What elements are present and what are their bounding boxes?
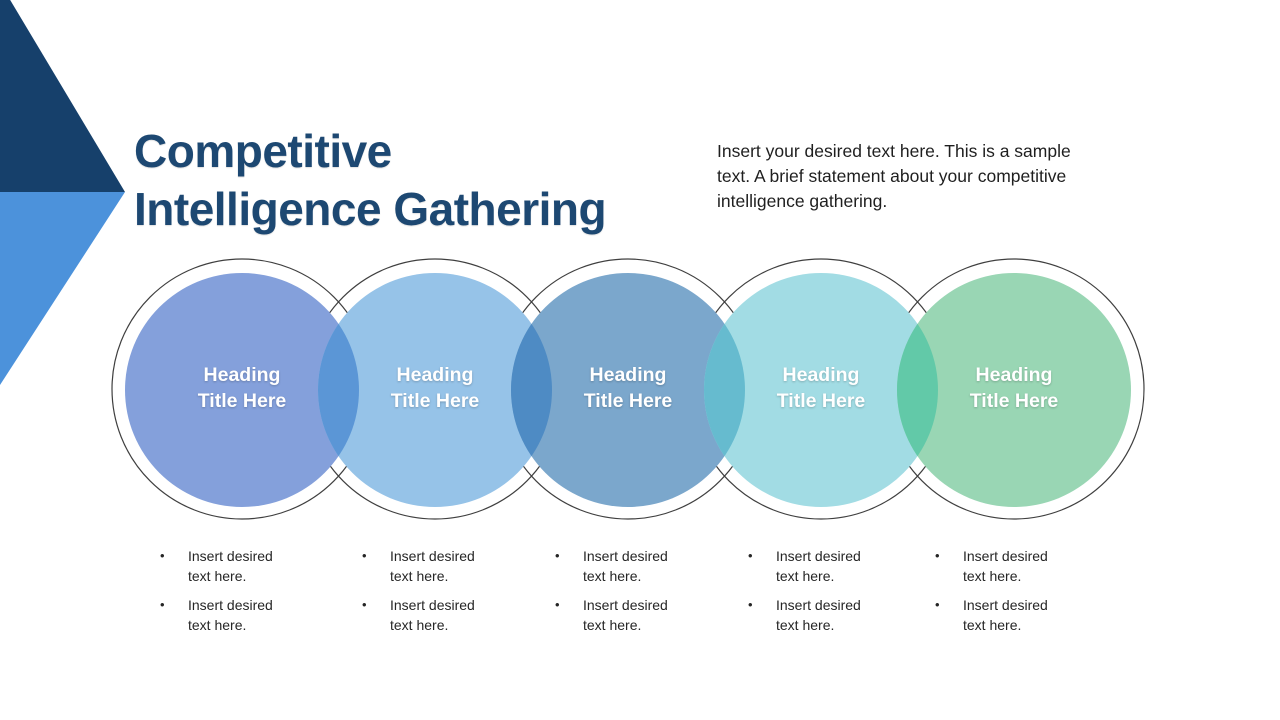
bullet-marker: • — [160, 597, 165, 612]
bullet-column-1: • Insert desired text here. • Insert des… — [160, 546, 310, 644]
slide-title-line-2: Intelligence Gathering — [134, 183, 607, 235]
circle-fill-4 — [704, 273, 938, 507]
bullet-text: Insert desired text here. — [390, 597, 475, 633]
bullet-marker: • — [555, 597, 560, 612]
bullet-marker: • — [748, 548, 753, 563]
circle-fill-5 — [897, 273, 1131, 507]
bullet-item: • Insert desired text here. — [935, 595, 1085, 635]
bullet-text: Insert desired text here. — [776, 548, 861, 584]
bullet-column-2: • Insert desired text here. • Insert des… — [362, 546, 512, 644]
circle-heading-3: Heading Title Here — [583, 364, 673, 412]
corner-chevron-dark — [0, 0, 125, 192]
circle-fill-1 — [125, 273, 359, 507]
bullet-text: Insert desired text here. — [390, 548, 475, 584]
bullet-text: Insert desired text here. — [963, 597, 1048, 633]
circle-heading-5: Heading Title Here — [969, 364, 1059, 412]
circle-fill-3 — [511, 273, 745, 507]
bullet-item: • Insert desired text here. — [160, 546, 310, 586]
bullet-marker: • — [362, 597, 367, 612]
bullet-marker: • — [160, 548, 165, 563]
bullet-column-3: • Insert desired text here. • Insert des… — [555, 546, 705, 644]
bullet-marker: • — [362, 548, 367, 563]
bullet-marker: • — [555, 548, 560, 563]
bullet-item: • Insert desired text here. — [935, 546, 1085, 586]
circle-fill-2 — [318, 273, 552, 507]
bullet-text: Insert desired text here. — [583, 597, 668, 633]
circle-heading-4: Heading Title Here — [776, 364, 866, 412]
bullet-text: Insert desired text here. — [188, 548, 273, 584]
bullet-text: Insert desired text here. — [963, 548, 1048, 584]
intro-paragraph: Insert your desired text here. This is a… — [717, 141, 1071, 211]
bullet-item: • Insert desired text here. — [555, 595, 705, 635]
slide-title: Competitive Intelligence Gathering — [134, 122, 694, 238]
corner-chevron-light — [0, 192, 125, 385]
bullet-text: Insert desired text here. — [583, 548, 668, 584]
bullet-item: • Insert desired text here. — [555, 546, 705, 586]
bullet-item: • Insert desired text here. — [748, 546, 898, 586]
bullet-item: • Insert desired text here. — [160, 595, 310, 635]
slide-title-line-1: Competitive — [134, 125, 392, 177]
bullet-item: • Insert desired text here. — [748, 595, 898, 635]
bullet-item: • Insert desired text here. — [362, 595, 512, 635]
circle-heading-1: Heading Title Here — [197, 364, 287, 412]
bullet-column-4: • Insert desired text here. • Insert des… — [748, 546, 898, 644]
bullet-text: Insert desired text here. — [188, 597, 273, 633]
bullet-marker: • — [935, 597, 940, 612]
bullet-column-5: • Insert desired text here. • Insert des… — [935, 546, 1085, 644]
circle-heading-2: Heading Title Here — [390, 364, 480, 412]
bullet-marker: • — [748, 597, 753, 612]
bullet-item: • Insert desired text here. — [362, 546, 512, 586]
bullet-text: Insert desired text here. — [776, 597, 861, 633]
bullet-marker: • — [935, 548, 940, 563]
